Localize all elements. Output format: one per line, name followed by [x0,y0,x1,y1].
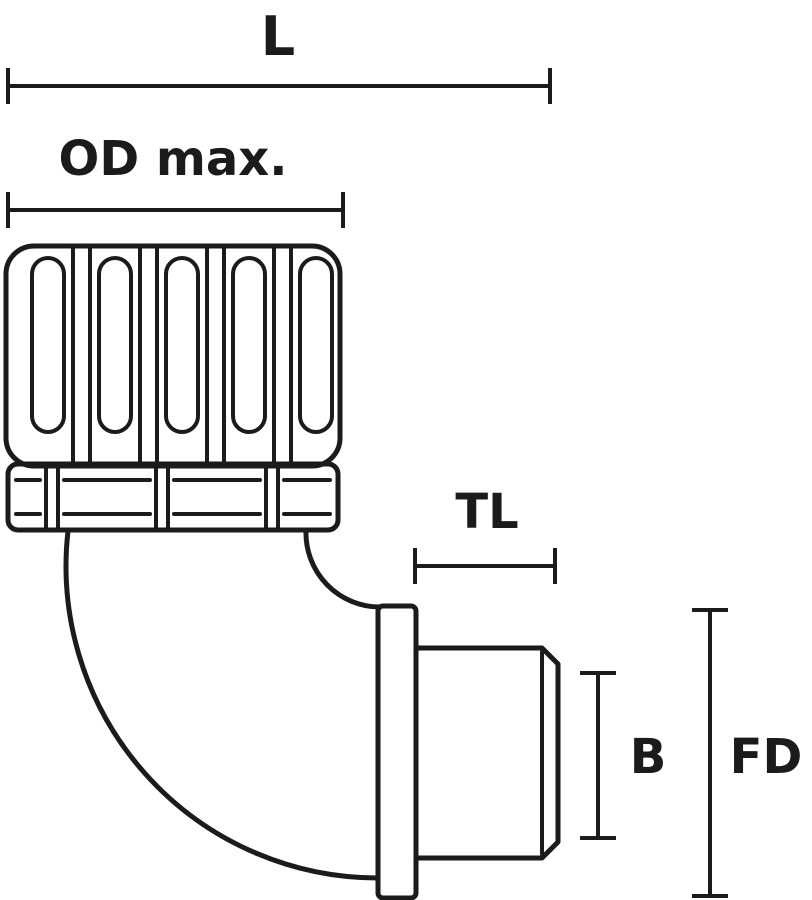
hex-nut-facet-lines [44,465,280,529]
dimension-label-TL: TL [455,484,518,540]
dimension-label-L: L [261,5,295,68]
groove-slot [231,256,267,434]
swivel-nut-grooves [30,256,334,434]
threaded-male-end [413,645,561,861]
bore-dimension: B [580,671,667,840]
hex-nut-outline [5,461,341,533]
swivel-nut-ridges [71,247,293,465]
flange-diameter-dimension: FD [692,608,803,898]
elbow-outer-curve [63,528,381,881]
hex-nut-chamfer-lines [14,478,332,516]
thread-length-dimension: TL [413,484,557,584]
groove-slot [30,256,66,434]
elbow-body [63,528,383,881]
flange-outline [375,603,419,900]
elbow-inner-curve [303,528,383,610]
thread-outline [413,645,561,861]
hex-nut [5,461,341,533]
flange [375,603,419,900]
groove-slot [298,256,334,434]
ribbed-swivel-nut [3,243,343,469]
dimension-label-B: B [630,729,667,785]
dimension-label-FD: FD [730,729,803,785]
groove-slot [164,256,200,434]
length-dimension: L [6,5,552,104]
od-max-dimension: OD max. [6,131,345,228]
groove-slot [97,256,133,434]
dimension-label-OD-max: OD max. [59,131,288,187]
